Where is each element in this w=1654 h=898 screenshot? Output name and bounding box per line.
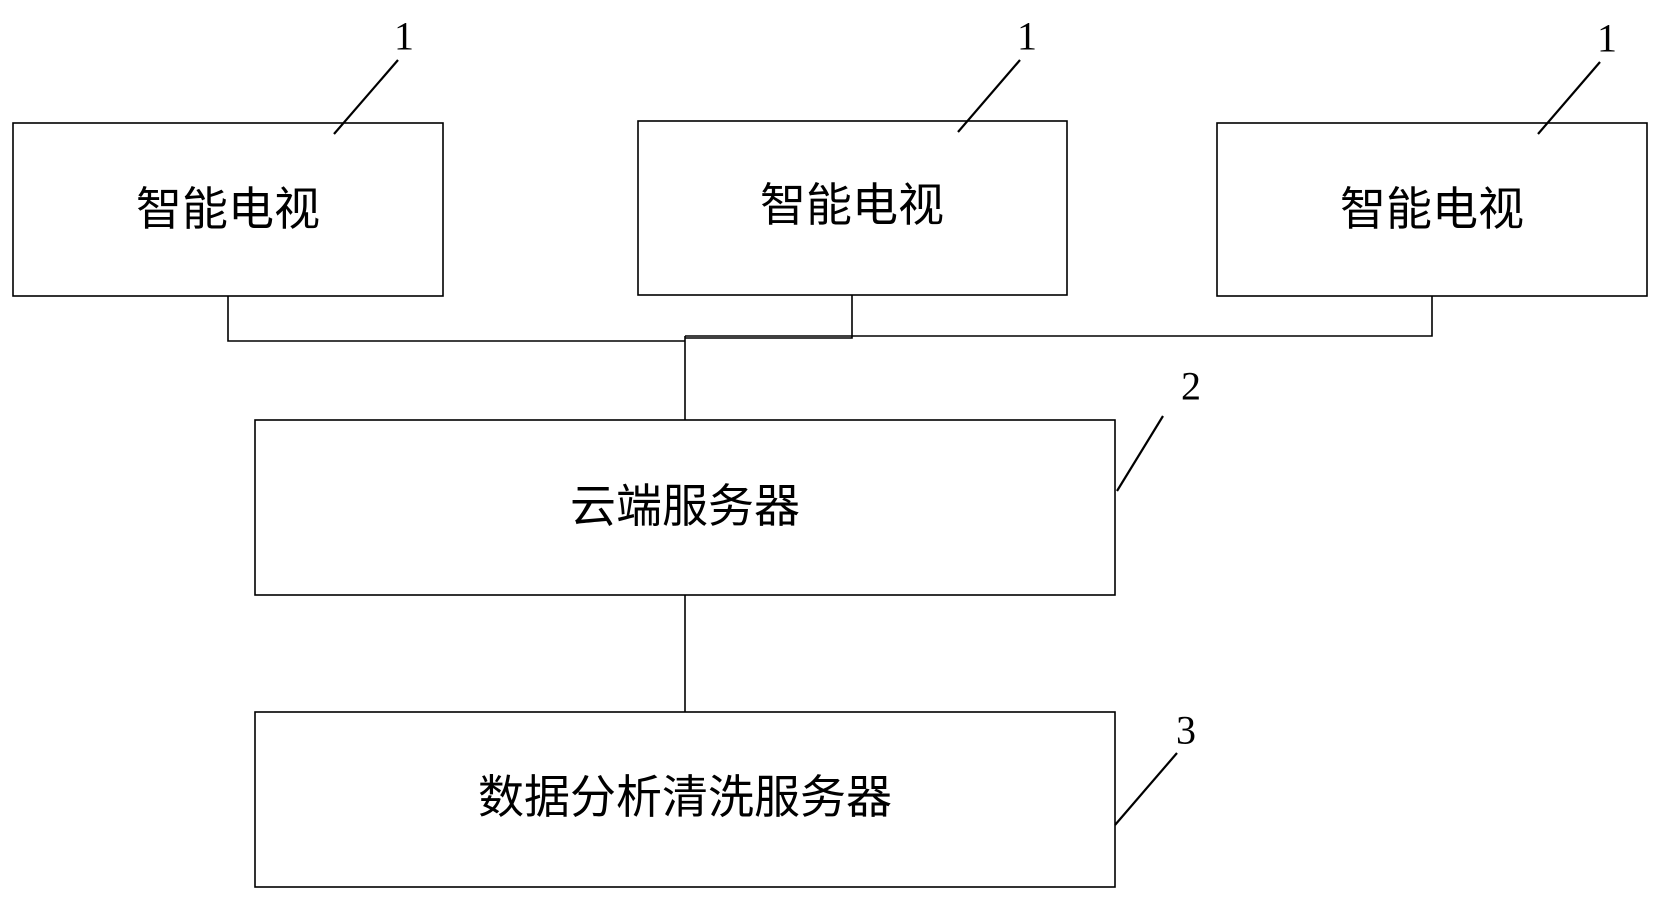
reference-number-1: 1: [1597, 16, 1617, 61]
smart-tv-label: 智能电视: [136, 182, 320, 236]
smart-tv-node-left: 智能电视 1: [12, 14, 444, 297]
smart-tv-box: [1216, 122, 1648, 297]
reference-leader-line: [333, 59, 399, 135]
reference-leader-line: [1537, 61, 1601, 135]
reference-number-3: 3: [1176, 708, 1196, 753]
cloud-server-node: 云端服务器 2: [254, 364, 1201, 596]
reference-number-2: 2: [1181, 364, 1201, 409]
data-analysis-server-node: 数据分析清洗服务器 3: [254, 708, 1196, 888]
connector-tv-left: [227, 296, 685, 342]
cloud-server-box: [254, 419, 1116, 596]
smart-tv-node-middle: 智能电视 1: [637, 14, 1068, 296]
data-analysis-server-label: 数据分析清洗服务器: [478, 770, 892, 824]
reference-leader-line: [1114, 752, 1178, 826]
smart-tv-label: 智能电视: [1340, 182, 1524, 236]
connector-tv-right: [685, 296, 1433, 337]
reference-number-1: 1: [1017, 14, 1037, 59]
reference-leader-line: [957, 59, 1021, 133]
connector-tv-middle: [685, 295, 853, 339]
smart-tv-box: [637, 120, 1068, 296]
connectors: [227, 295, 1433, 712]
smart-tv-label: 智能电视: [760, 178, 944, 232]
smart-tv-node-right: 智能电视 1: [1216, 16, 1648, 297]
reference-leader-line: [1116, 415, 1164, 492]
reference-number-1: 1: [394, 14, 414, 59]
cloud-server-label: 云端服务器: [570, 479, 800, 533]
smart-tv-box: [12, 122, 444, 297]
data-analysis-server-box: [254, 711, 1116, 888]
